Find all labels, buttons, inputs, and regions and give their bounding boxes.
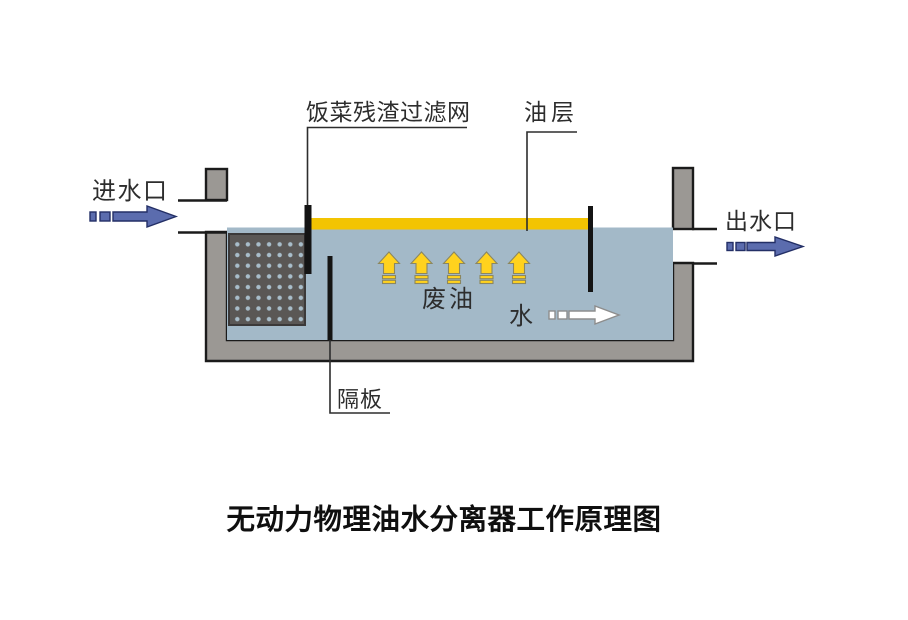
- oil-rise-arrows: [377, 251, 531, 285]
- waste-oil-label: 废油: [422, 286, 476, 313]
- right-baffle: [588, 206, 593, 292]
- oil-layer-label: 油层: [524, 100, 578, 125]
- partition-baffle: [327, 256, 333, 340]
- partition-label: 隔板: [337, 387, 383, 412]
- oil-rise-arrow: [409, 251, 434, 285]
- oil-rise-arrow: [507, 251, 531, 285]
- water-flow-arrow: [548, 304, 621, 326]
- outlet-label: 出水口: [725, 209, 797, 234]
- water-label: 水: [509, 303, 533, 330]
- inlet-label: 进水口: [92, 178, 169, 205]
- outlet-upper-wall-block: [671, 166, 695, 231]
- partition-leader-line: [329, 340, 390, 414]
- inlet-upper-wall-block: [204, 167, 229, 202]
- diagram-title: 无动力物理油水分离器工作原理图: [226, 503, 661, 536]
- outlet-flow-arrow: [726, 236, 806, 257]
- oil-layer-band: [311, 218, 588, 230]
- inlet-flow-arrow: [89, 205, 179, 228]
- oil-rise-arrow: [442, 251, 466, 285]
- filter-net-bar: [304, 205, 312, 274]
- oil-rise-arrow: [377, 251, 401, 285]
- filter-net-label: 饭菜残渣过滤网: [306, 100, 471, 125]
- filter-net-leader-line: [306, 126, 467, 205]
- oil-rise-arrow: [474, 251, 499, 285]
- filter-mesh-dots: [232, 239, 304, 323]
- oil-layer-leader-line: [526, 131, 577, 231]
